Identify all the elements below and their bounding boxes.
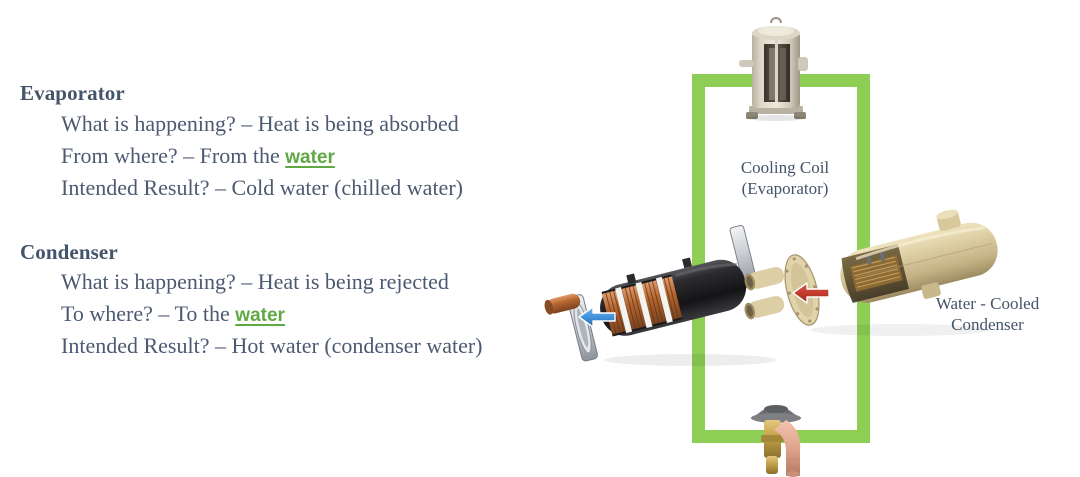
water-link-condenser[interactable]: water <box>235 305 285 326</box>
loop-segment-left <box>692 74 705 443</box>
evaporator-line-2-text: From where? – From the <box>61 143 286 168</box>
label-condenser-line1: Water - Cooled <box>935 294 1040 313</box>
condenser-line-1-text: What is happening? – Heat is being rejec… <box>61 269 449 294</box>
label-condenser-line2: Condenser <box>951 315 1024 335</box>
condenser-line-3-text: Intended Result? – Hot water (condenser … <box>61 333 483 358</box>
condenser-line-2-text: To where? – To the <box>61 301 236 326</box>
evaporator-line-1: What is happening? – Heat is being absor… <box>61 113 459 135</box>
loop-segment-bottom <box>692 430 870 443</box>
evaporator-line-3: Intended Result? – Cold water (chilled w… <box>61 177 463 199</box>
text-content-column: Evaporator What is happening? – Heat is … <box>20 81 483 357</box>
heading-condenser: Condenser <box>20 240 118 264</box>
label-cooling-coil-line2: (Evaporator) <box>741 179 829 199</box>
loop-segment-top <box>692 74 870 87</box>
water-link-evaporator[interactable]: water <box>285 147 335 168</box>
label-cooling-coil-evaporator: Cooling Coil (Evaporator) <box>705 157 865 200</box>
condenser-line-3: Intended Result? – Hot water (condenser … <box>61 335 483 357</box>
evaporator-line-1-text: What is happening? – Heat is being absor… <box>61 111 459 136</box>
label-water-cooled-condenser: Water - Cooled Condenser <box>895 293 1080 336</box>
label-cooling-coil-line1: Cooling Coil <box>740 158 830 177</box>
loop-segment-right <box>857 74 870 443</box>
heading-evaporator: Evaporator <box>20 81 125 105</box>
condenser-line-2: To where? – To the water <box>61 301 285 326</box>
loop-flow-arrowhead-down <box>688 295 711 315</box>
refrigerant-loop <box>688 74 870 443</box>
condenser-line-1: What is happening? – Heat is being rejec… <box>61 271 449 293</box>
evaporator-line-2: From where? – From the water <box>61 143 335 168</box>
refrigeration-cycle-diagram: Cooling Coil (Evaporator) Water - Cooled… <box>540 0 1080 477</box>
evaporator-line-3-text: Intended Result? – Cold water (chilled w… <box>61 175 463 200</box>
